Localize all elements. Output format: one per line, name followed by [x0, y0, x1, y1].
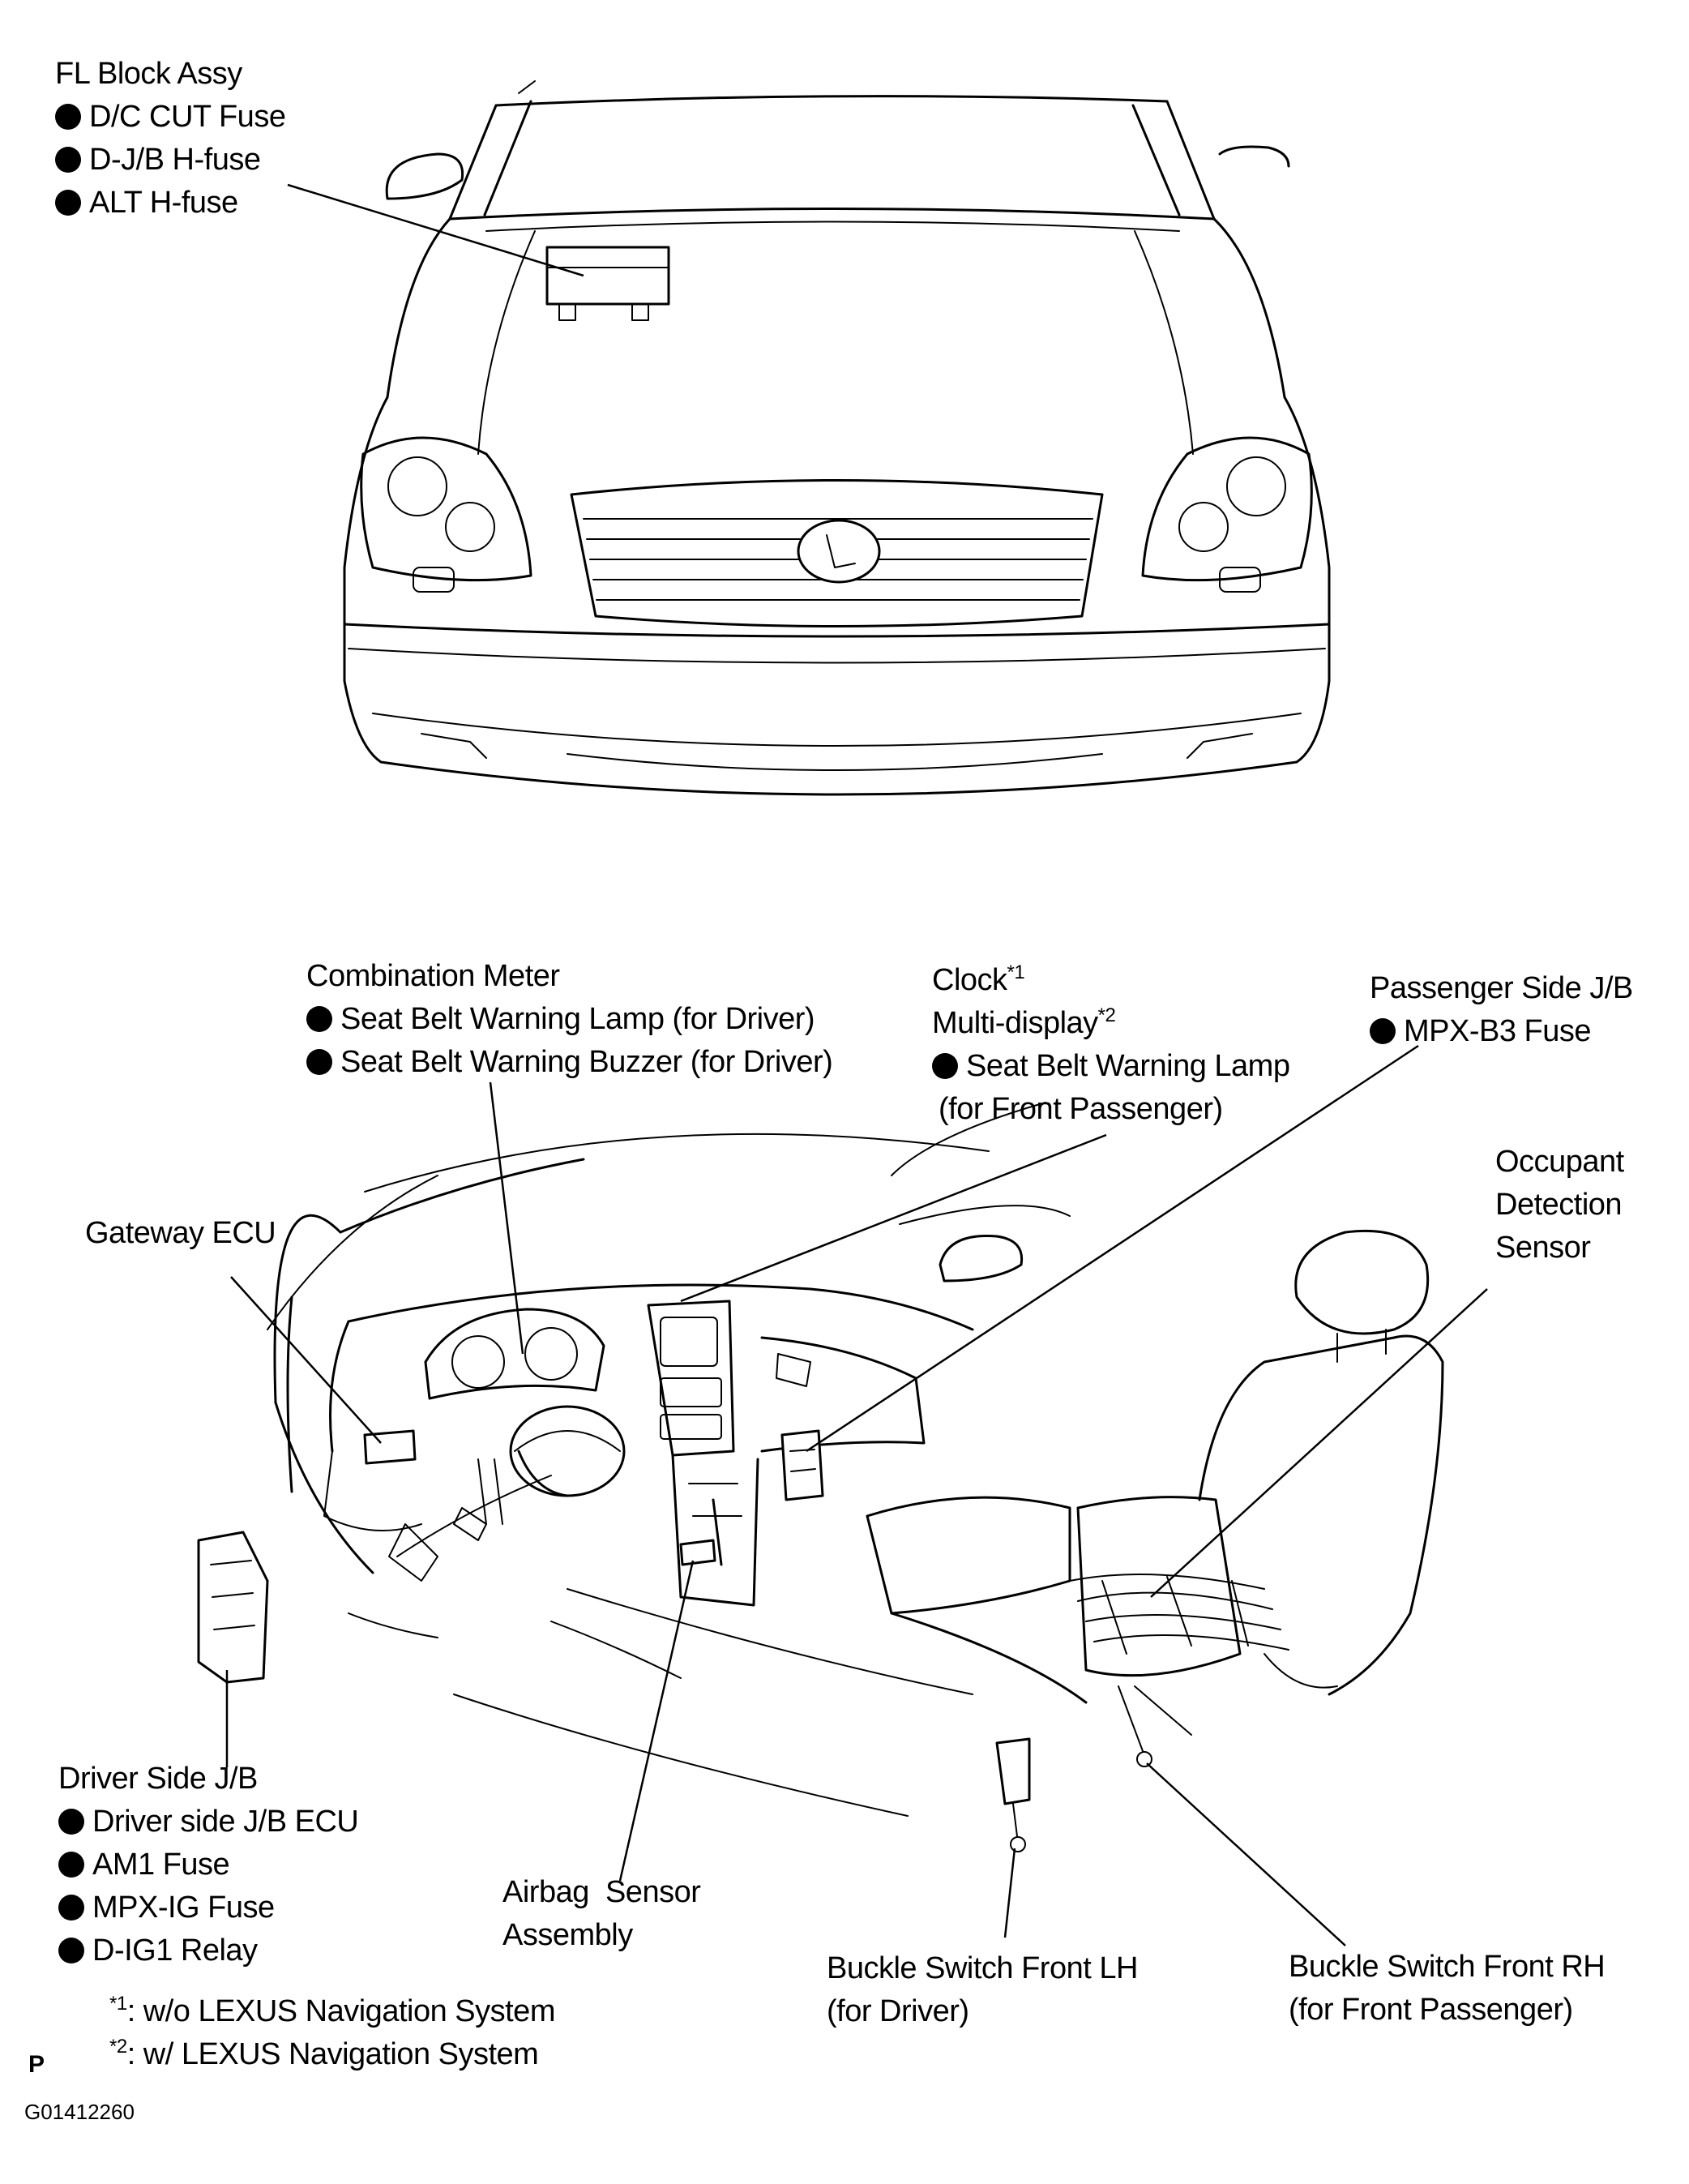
bullet-icon: [55, 190, 81, 216]
footnote-mark: *1: [1007, 961, 1025, 983]
driver-jb-title: Driver Side J/B: [58, 1762, 258, 1796]
footnote: *2: w/ LEXUS Navigation System: [109, 2036, 539, 2072]
page-mark: P: [28, 2051, 45, 2078]
bullet-icon: [58, 1809, 84, 1835]
driver-jb-item: AM1 Fuse: [58, 1844, 358, 1886]
fl-block-title: FL Block Assy: [55, 57, 242, 91]
occupant-sensor-label: Occupant Detection Sensor: [1495, 1145, 1624, 1265]
passenger-jb-title: Passenger Side J/B: [1370, 971, 1633, 1005]
buckle-lh-label: Buckle Switch Front LH (for Driver): [827, 1951, 1138, 2028]
airbag-sensor-label: Airbag Sensor Assembly: [502, 1875, 701, 1952]
buckle-rh-label: Buckle Switch Front RH (for Front Passen…: [1289, 1950, 1606, 2027]
driver-jb-item: Driver side J/B ECU: [58, 1801, 359, 1844]
passenger-jb-label: Passenger Side J/B MPX-B3 Fuse: [1370, 967, 1633, 1053]
combination-meter-title: Combination Meter: [306, 959, 560, 993]
combination-meter-item: Seat Belt Warning Lamp (for Driver): [306, 998, 832, 1041]
clock-label: Clock*1 Multi-display*2 Seat Belt Warnin…: [932, 959, 1290, 1131]
car-front-view: [343, 80, 1331, 796]
bullet-icon: [58, 1895, 84, 1921]
clock-item-note: (for Front Passenger): [939, 1092, 1223, 1126]
leader-lines: [225, 183, 1488, 1946]
bullet-icon: [306, 1049, 332, 1075]
clock-item: Seat Belt Warning Lamp: [932, 1045, 1290, 1088]
bullet-icon: [306, 1006, 332, 1032]
footnote: *1: w/o LEXUS Navigation System: [109, 1993, 555, 2029]
combination-meter-label: Combination Meter Seat Belt Warning Lamp…: [306, 955, 833, 1084]
bullet-icon: [58, 1852, 84, 1878]
fl-block-label: FL Block Assy D/C CUT Fuse D-J/B H-fuse …: [55, 53, 286, 225]
bullet-icon: [1370, 1018, 1396, 1044]
driver-jb-item: D-IG1 Relay: [58, 1929, 358, 1972]
figure-code: G01412260: [24, 2100, 135, 2124]
bullet-icon: [55, 104, 81, 130]
footnotes: *1: w/o LEXUS Navigation System *2: w/ L…: [109, 1990, 555, 2076]
driver-jb-item: MPX-IG Fuse: [58, 1886, 358, 1929]
bullet-icon: [932, 1053, 958, 1079]
footnote-mark: *2: [1097, 1004, 1116, 1026]
bullet-icon: [55, 147, 81, 173]
fl-block-item: D-J/B H-fuse: [55, 139, 285, 182]
clock-title: Clock*1: [932, 961, 1025, 998]
multi-display-title: Multi-display*2: [932, 1004, 1116, 1041]
passenger-jb-item: MPX-B3 Fuse: [1370, 1010, 1633, 1053]
fl-block-item: ALT H-fuse: [55, 182, 285, 225]
fl-block-item: D/C CUT Fuse: [55, 96, 286, 139]
car-interior-view: [197, 1102, 1444, 1852]
gateway-ecu-label: Gateway ECU: [85, 1216, 276, 1250]
combination-meter-item: Seat Belt Warning Buzzer (for Driver): [306, 1041, 833, 1084]
bullet-icon: [58, 1938, 84, 1963]
driver-jb-label: Driver Side J/B Driver side J/B ECU AM1 …: [58, 1758, 359, 1972]
